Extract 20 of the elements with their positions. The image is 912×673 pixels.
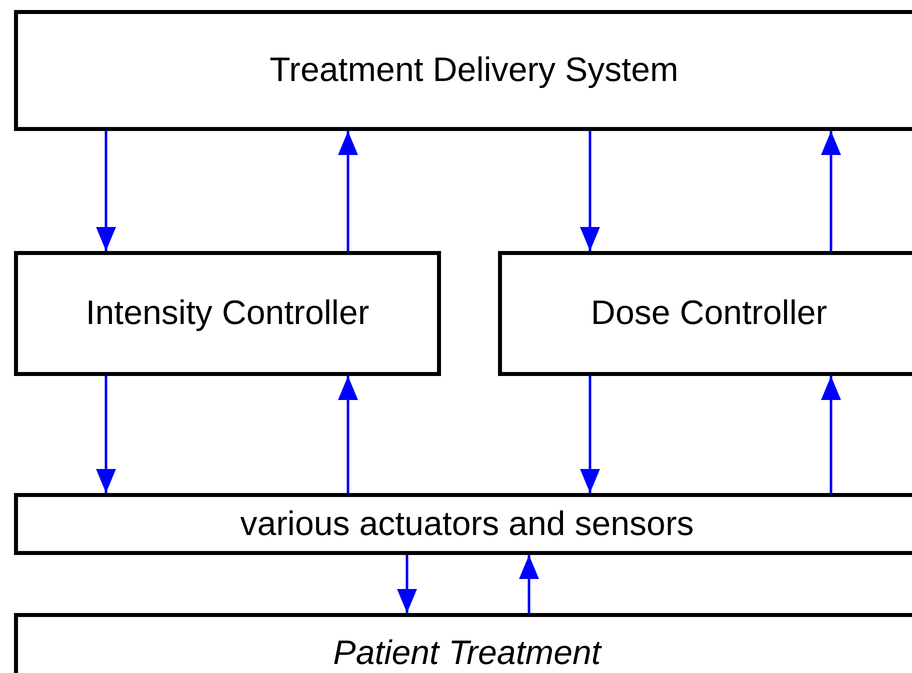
arrow	[519, 555, 539, 613]
process-box	[14, 10, 912, 131]
process-box	[498, 251, 912, 376]
arrow	[580, 131, 600, 251]
process-box	[14, 493, 912, 555]
arrow	[96, 376, 116, 493]
arrow	[821, 376, 841, 493]
box-label: Intensity Controller	[86, 294, 370, 333]
arrow	[338, 131, 358, 251]
arrow	[821, 131, 841, 251]
arrow	[96, 131, 116, 251]
process-box	[14, 251, 441, 376]
arrow	[580, 376, 600, 493]
box-label: Patient Treatment	[333, 634, 601, 672]
process-box	[14, 613, 912, 673]
box-label: Dose Controller	[590, 294, 828, 333]
arrow	[338, 376, 358, 493]
box-label: Treatment Delivery System	[270, 51, 678, 90]
arrow	[397, 555, 417, 613]
box-label: various actuators and sensors	[240, 504, 694, 544]
